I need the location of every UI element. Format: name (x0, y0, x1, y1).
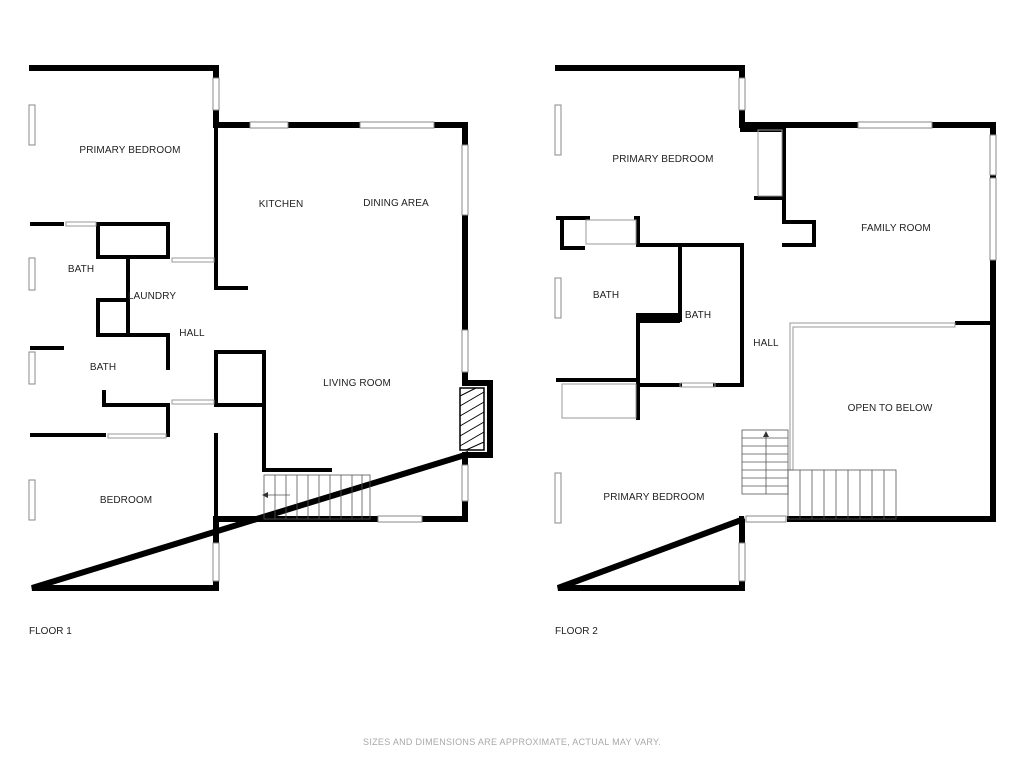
floor-1-interior-walls (30, 123, 332, 521)
room-label-bath: BATH (90, 362, 116, 373)
room-label-hall: HALL (179, 328, 205, 339)
room-label-kitchen: KITCHEN (259, 199, 304, 210)
floor-2-stairs (741, 429, 897, 520)
fireplace-icon (459, 380, 493, 458)
floor-label: FLOOR 2 (555, 626, 598, 637)
room-label-bath: BATH (68, 264, 94, 275)
floor-label: FLOOR 1 (29, 626, 72, 637)
floor-2-exterior-walls (555, 65, 996, 591)
room-label-laundry: LAUNDRY (128, 291, 177, 302)
room-label-living-room: LIVING ROOM (323, 378, 391, 389)
room-label-hall: HALL (753, 338, 779, 349)
room-label-primary-bedroom: PRIMARY BEDROOM (603, 492, 704, 503)
room-label-family-room: FAMILY ROOM (861, 223, 931, 234)
room-label-bath: BATH (593, 290, 619, 301)
floor-1-stairs (262, 474, 371, 520)
floor-2-interior-walls (556, 123, 995, 471)
floor-1-windows (28, 77, 469, 582)
room-label-primary-bedroom: PRIMARY BEDROOM (79, 145, 180, 156)
disclaimer-text: SIZES AND DIMENSIONS ARE APPROXIMATE, AC… (363, 737, 661, 747)
floor-2-windows (554, 77, 997, 582)
room-label-open-to-below: OPEN TO BELOW (848, 403, 933, 414)
room-label-bedroom: BEDROOM (100, 495, 152, 506)
room-label-bath: BATH (685, 310, 711, 321)
floor-1-plan: PRIMARY BEDROOM KITCHEN DINING AREA BATH… (28, 65, 493, 637)
floor-2-plan: PRIMARY BEDROOM FAMILY ROOM BATH BATH HA… (554, 65, 997, 637)
room-label-dining-area: DINING AREA (363, 198, 429, 209)
room-label-primary-bedroom: PRIMARY BEDROOM (612, 154, 713, 165)
